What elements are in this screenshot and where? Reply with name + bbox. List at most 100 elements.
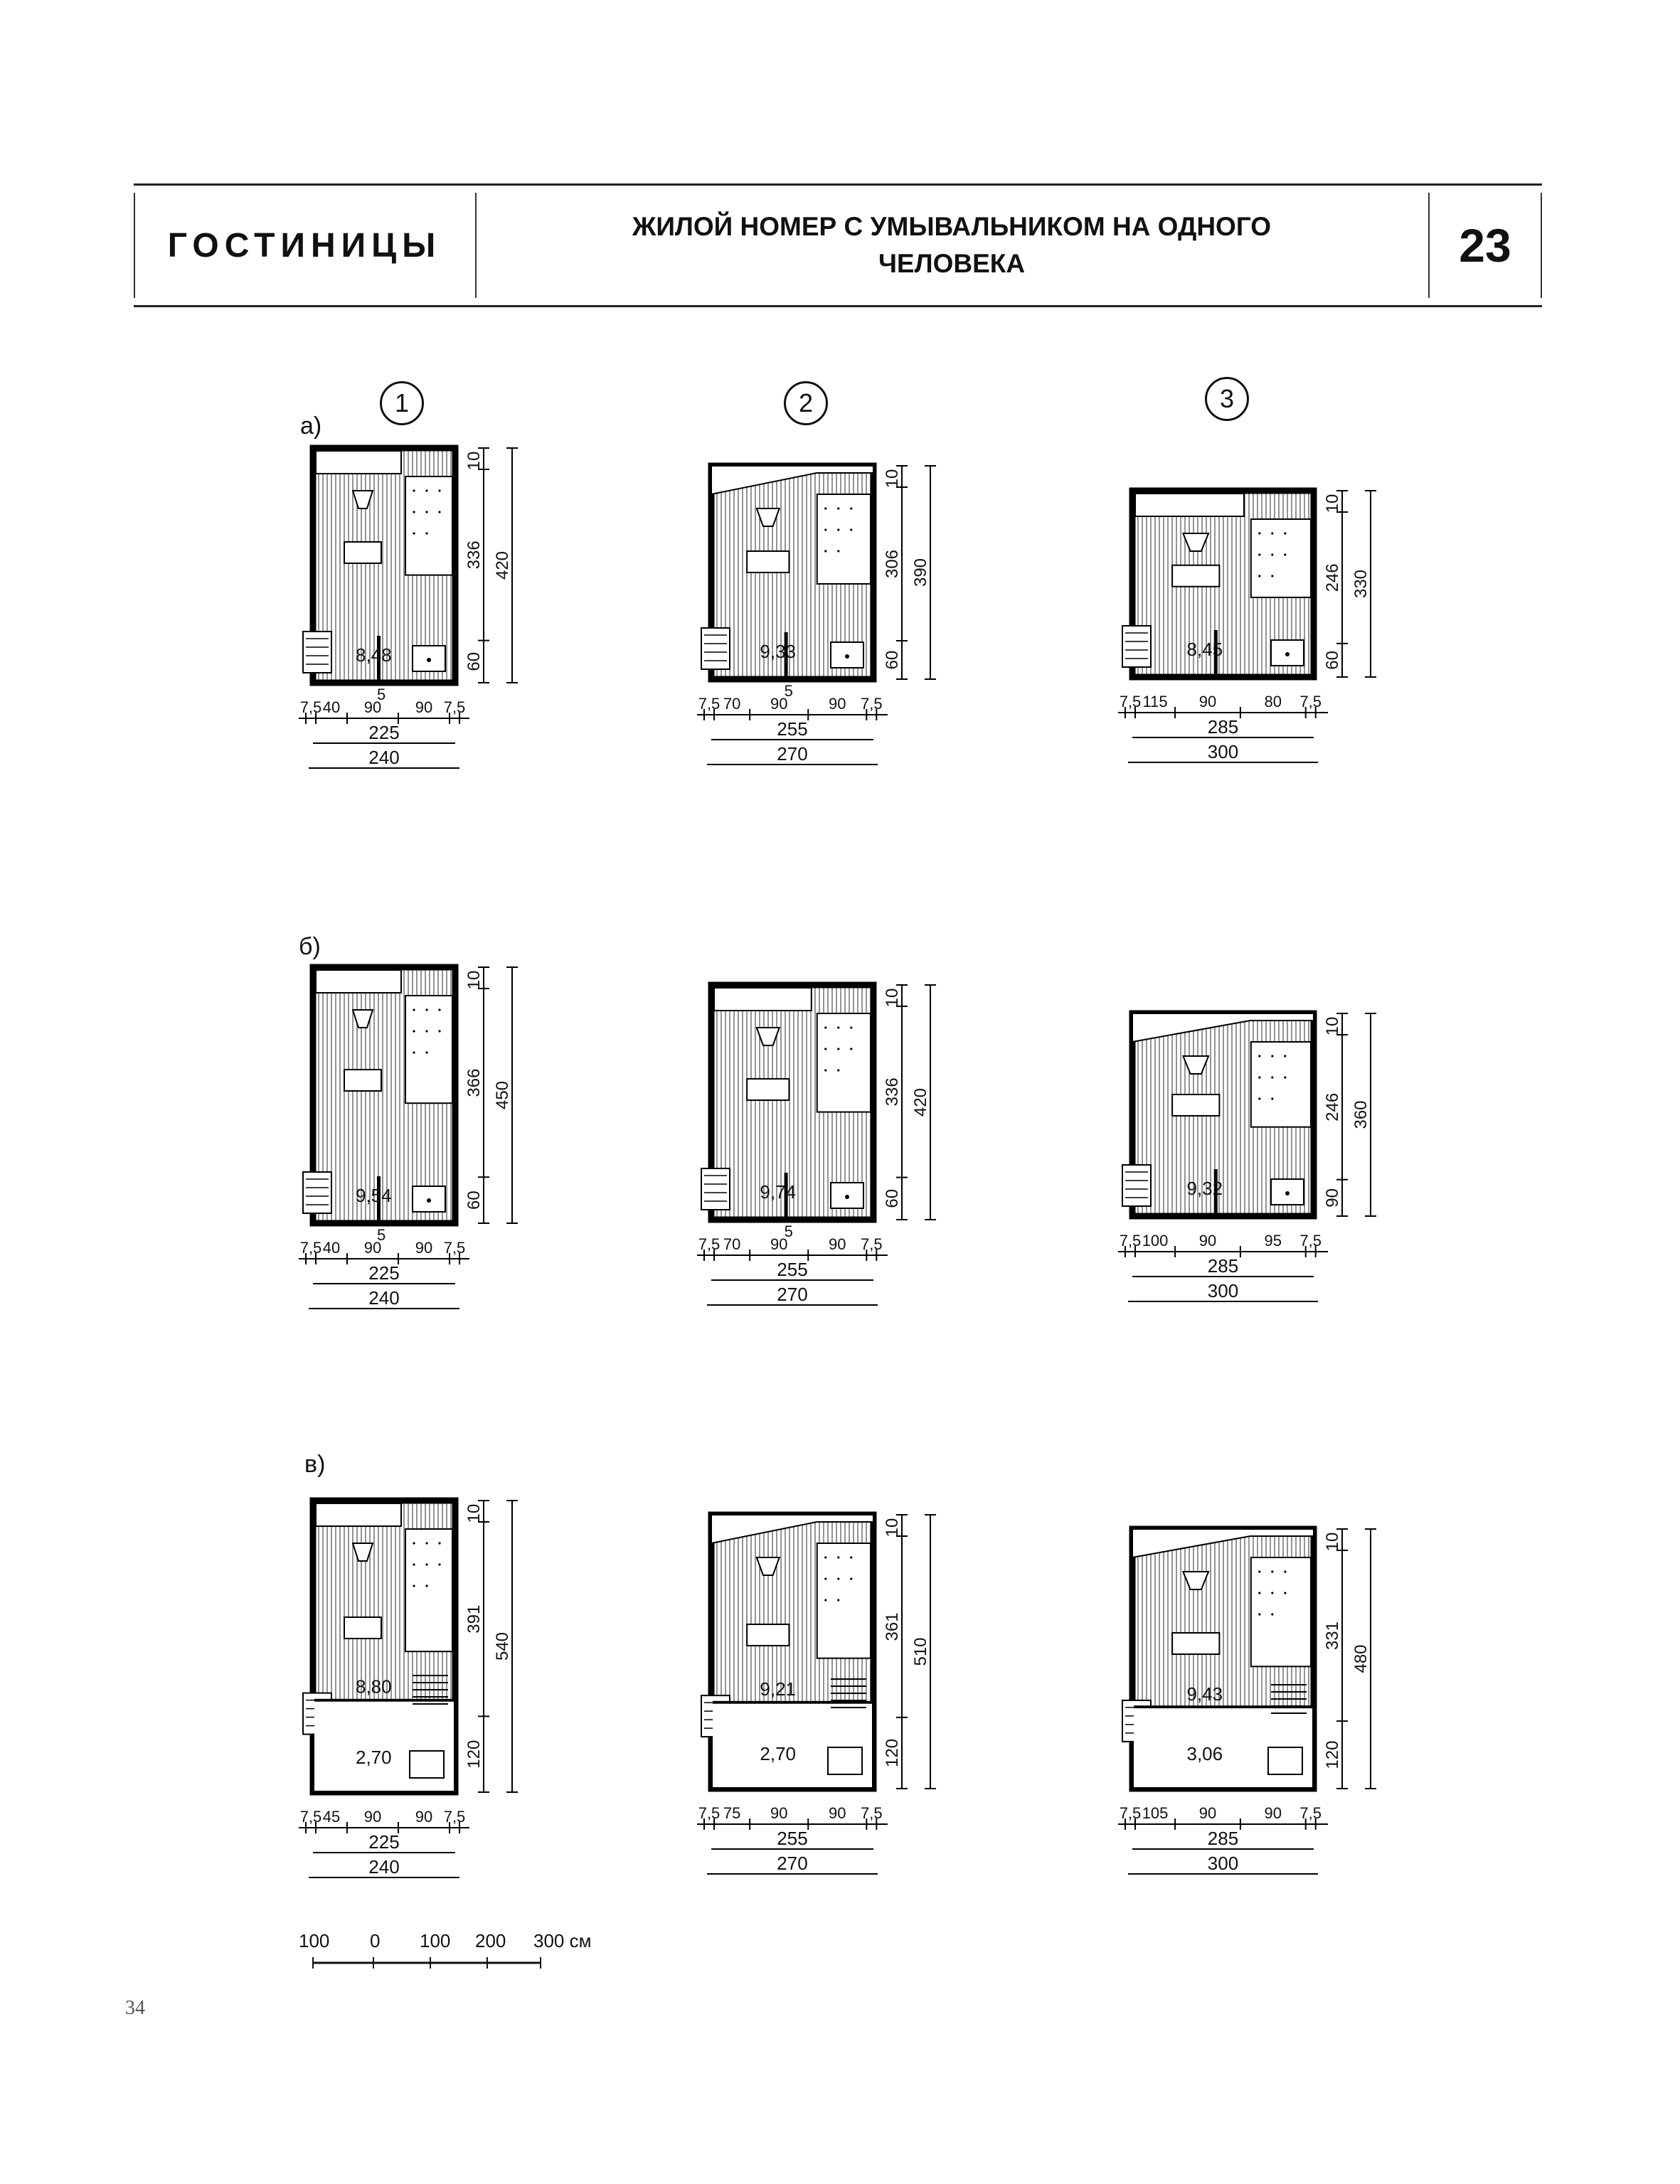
armchair [351, 1543, 374, 1562]
window-niche [315, 450, 402, 474]
dim-side-main: 331 [1323, 1621, 1342, 1650]
dim-side-main: 336 [464, 540, 484, 569]
table [1171, 564, 1221, 587]
dim-inner-width: 285 [1208, 1255, 1238, 1277]
dim-inner-width: 285 [1208, 1828, 1238, 1849]
dim-bottom-seg: 90 [415, 1808, 432, 1826]
armchair [351, 1009, 374, 1028]
wardrobe [302, 1171, 332, 1214]
table [746, 1078, 790, 1101]
dim-bottom-seg: 90 [364, 698, 381, 716]
dim-bottom-seg: 7,5 [1299, 693, 1322, 710]
armchair [755, 508, 781, 527]
dim-bottom-seg: 90 [415, 698, 432, 716]
window-niche [315, 969, 402, 994]
dim-side-bottom: 60 [1323, 651, 1342, 670]
dim-bottom-seg: 7,5 [861, 1804, 883, 1822]
dim-inner-width: 255 [777, 1828, 807, 1849]
dim-bottom-seg: 7,5 [300, 698, 322, 716]
table [1171, 1094, 1221, 1117]
dim-bottom-seg: 70 [723, 1235, 740, 1253]
armchair [755, 1027, 781, 1046]
wardrobe [302, 631, 332, 673]
scale-label-200: 200 [475, 1930, 506, 1951]
table [746, 1624, 790, 1646]
dim-bottom-seg: 7,5 [861, 1235, 883, 1253]
page-number: 34 [125, 1997, 145, 2019]
dim-inner-width: 285 [1208, 716, 1238, 737]
dim-side-bottom: 120 [883, 1739, 902, 1767]
dim-bottom-seg: 45 [323, 1808, 340, 1826]
dim-total-width: 240 [368, 747, 399, 768]
dim-bottom-seg: 90 [1265, 1804, 1282, 1822]
dim-side-bottom: 120 [1323, 1741, 1342, 1769]
dim-side-bottom: 60 [464, 652, 484, 671]
dim-mid-mark: 5 [785, 1222, 793, 1240]
scale-label-300: 300 см [533, 1930, 591, 1951]
bed [405, 1528, 453, 1653]
wardrobe [1122, 1164, 1152, 1207]
armchair [1181, 533, 1210, 552]
dim-total-width: 300 [1208, 1853, 1238, 1874]
dim-bottom-seg: 90 [415, 1239, 432, 1257]
room-area: 8,80 [356, 1676, 392, 1698]
dim-bottom-seg: 90 [1199, 1804, 1216, 1822]
dim-bottom-seg: 90 [829, 1804, 846, 1822]
dim-bottom-seg: 7,5 [698, 1804, 721, 1822]
bed [1250, 518, 1312, 599]
dim-side-main: 246 [1323, 563, 1342, 592]
bed [405, 995, 453, 1104]
window-niche [1132, 1013, 1314, 1043]
room-area: 9,33 [760, 641, 796, 662]
dim-bottom-seg: 90 [364, 1808, 381, 1826]
dim-side-main: 361 [883, 1612, 902, 1641]
dim-bottom-seg: 7,5 [444, 698, 466, 716]
dim-bottom-seg: 90 [770, 695, 787, 713]
armchair [351, 490, 374, 509]
dim-side-small: 10 [883, 469, 902, 489]
dim-inner-width: 225 [368, 1262, 399, 1284]
bath-area: 2,70 [356, 1747, 392, 1768]
dim-total-width: 270 [777, 1284, 807, 1305]
dim-bottom-seg: 105 [1142, 1804, 1169, 1822]
scale-bar: 100 0 100 200 300 см [299, 1929, 633, 1982]
dim-side-total: 330 [1351, 570, 1371, 598]
dim-total-width: 240 [368, 1287, 399, 1309]
wardrobe [1122, 625, 1152, 668]
dim-bottom-seg: 7,5 [698, 695, 721, 713]
dim-bottom-seg: 70 [723, 695, 740, 713]
dim-bottom-seg: 7,5 [300, 1239, 322, 1257]
room-area: 8,48 [356, 644, 392, 666]
dim-side-main: 306 [883, 550, 902, 578]
dim-bottom-seg: 100 [1142, 1232, 1169, 1250]
dim-bottom-seg: 90 [770, 1804, 787, 1822]
bed [405, 476, 453, 576]
dim-inner-width: 255 [777, 718, 807, 740]
dim-bottom-seg: 90 [829, 695, 846, 713]
dim-side-total: 360 [1351, 1100, 1371, 1129]
dim-bottom-seg: 7,5 [444, 1808, 466, 1826]
dim-bottom-seg: 115 [1143, 693, 1168, 710]
dim-side-bottom: 120 [464, 1740, 484, 1769]
table [746, 550, 790, 573]
armchair [1181, 1055, 1210, 1075]
dim-side-main: 366 [464, 1069, 484, 1097]
scale-label-100: 100 [420, 1930, 450, 1951]
room-walls [309, 444, 459, 686]
dim-side-main: 391 [464, 1605, 484, 1634]
wardrobe [701, 627, 730, 670]
dim-side-small: 10 [464, 971, 484, 990]
dim-total-width: 270 [777, 1853, 807, 1874]
dim-bottom-seg: 7,5 [1120, 693, 1142, 710]
dim-inner-width: 225 [368, 1831, 399, 1853]
window-niche [1134, 493, 1245, 517]
scale-label-0: 0 [370, 1930, 380, 1951]
dim-total-width: 300 [1208, 741, 1238, 762]
dim-side-small: 10 [464, 1504, 484, 1523]
